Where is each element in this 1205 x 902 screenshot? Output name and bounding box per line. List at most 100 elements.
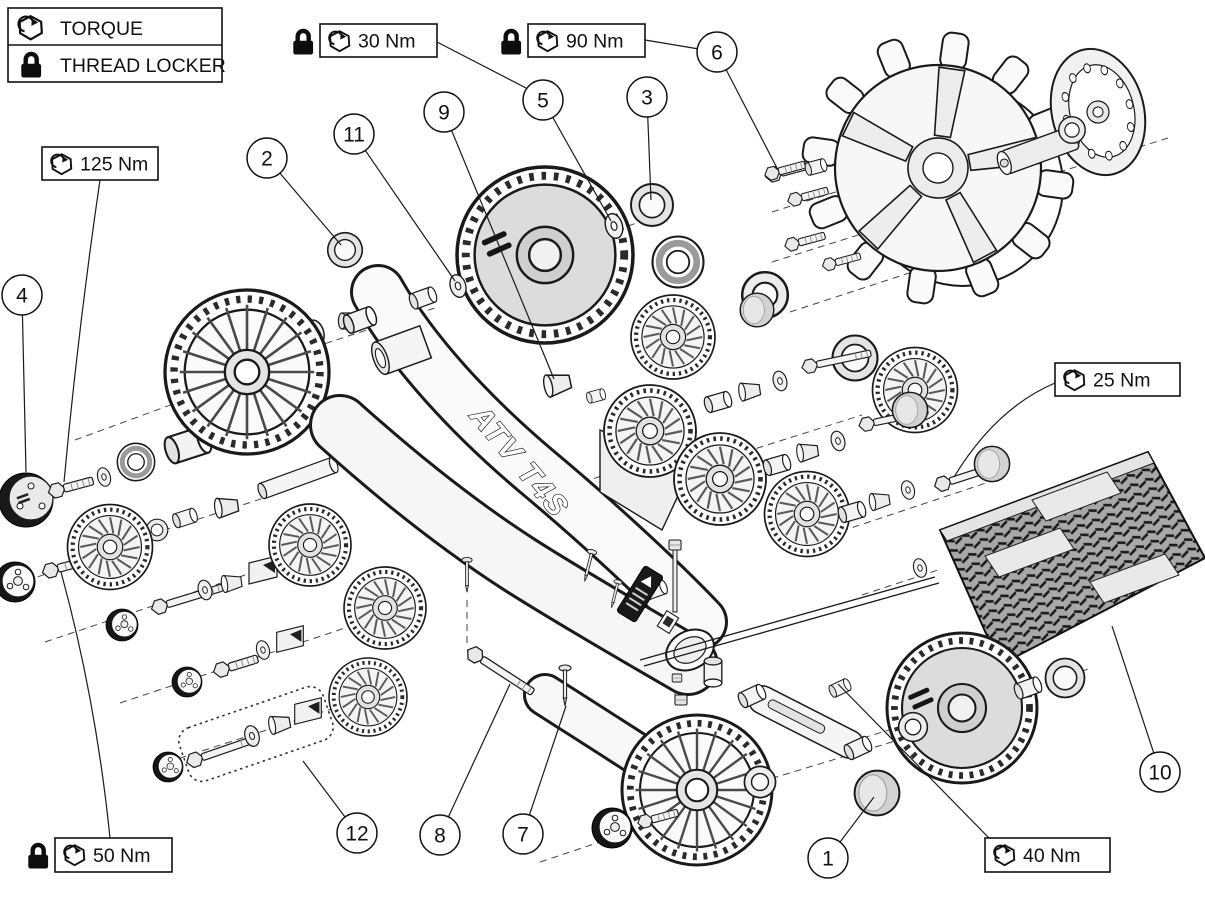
bolt	[762, 157, 807, 182]
ribbed-ring	[322, 227, 368, 273]
bearing	[117, 443, 154, 480]
track-guide-lug	[1031, 471, 1122, 522]
cone-spacer	[737, 380, 762, 403]
torque-25-label: 25 Nm	[1054, 362, 1181, 397]
callout-3-number: 3	[641, 87, 653, 110]
legend: TORQUE THREAD LOCKER	[7, 7, 226, 83]
vertical-pivot-bolt	[668, 539, 688, 706]
warning-sticker	[616, 565, 664, 623]
sprocket-hub-flange	[1049, 47, 1147, 177]
washer	[910, 556, 930, 580]
sprocket-bolt	[782, 228, 827, 253]
stud	[584, 387, 608, 405]
torque-50-value: 50 Nm	[93, 845, 150, 867]
seal-ring	[743, 765, 777, 799]
callout-1-number: 1	[822, 848, 834, 871]
leader-lines	[21, 39, 1161, 859]
legend-thread-locker-label: THREAD LOCKER	[60, 55, 226, 77]
hub-flange	[152, 751, 184, 783]
track-guide-lug	[984, 527, 1075, 578]
callout-9-leader	[443, 111, 555, 380]
dust-cap	[739, 292, 775, 328]
idler-wheel	[457, 167, 633, 343]
torque-125-leader	[63, 179, 101, 483]
callout-8: 8	[419, 814, 461, 856]
kit-cone	[266, 712, 293, 736]
torque-90-leader	[644, 39, 700, 50]
torque-40-label: 40 Nm	[984, 837, 1111, 873]
callout-4-number: 4	[16, 285, 28, 308]
torque-40-leader	[837, 683, 991, 840]
cone-spacer	[795, 441, 820, 464]
hub-flange	[171, 666, 203, 698]
torque-40-value: 40 Nm	[1023, 845, 1080, 867]
long-axle-bolt	[463, 643, 538, 700]
callout-5-number: 5	[537, 90, 549, 113]
end-cap	[853, 769, 901, 817]
cone-spacer	[867, 490, 892, 512]
callout-10-leader	[1111, 625, 1161, 773]
callout-4: 4	[1, 274, 43, 316]
callout-6-leader	[716, 51, 779, 171]
thread-locker-icon	[501, 31, 521, 55]
torque-50-label: 50 Nm	[28, 837, 173, 873]
axle-tube	[255, 455, 341, 501]
drive-sprocket	[795, 25, 1081, 311]
bearing	[653, 237, 704, 288]
seal-ring	[897, 711, 929, 743]
sprocket-bearing-ring	[1058, 116, 1086, 144]
cross-tube	[406, 285, 440, 311]
bogie-wheel	[631, 295, 715, 379]
callout-4-leader	[21, 294, 27, 473]
tensioner-rod	[643, 582, 940, 667]
washer	[898, 478, 918, 502]
legend-torque-label: TORQUE	[60, 18, 143, 40]
bushing	[702, 389, 734, 415]
washer	[770, 369, 790, 393]
rubber-track-section	[938, 450, 1205, 667]
torque-25-value: 25 Nm	[1093, 370, 1150, 392]
cone-spacer	[219, 572, 244, 594]
bearing-cup	[1044, 657, 1086, 699]
wedge-block	[276, 625, 304, 653]
cone-nut	[541, 369, 574, 399]
spacer-cylinder	[703, 656, 723, 688]
bushing	[170, 506, 200, 530]
bogie-wheel	[344, 567, 426, 649]
callout-7: 7	[502, 813, 544, 855]
torque-50-leader	[60, 571, 111, 839]
callout-7-leader	[522, 705, 567, 835]
callout-1: 1	[807, 837, 849, 879]
callout-12: 12	[336, 812, 378, 854]
axle-bolt	[148, 580, 226, 617]
bogie-wheel	[765, 472, 850, 557]
washer	[94, 465, 114, 489]
callout-6-number: 6	[711, 42, 723, 65]
mounting-kit	[178, 685, 334, 783]
callout-9-number: 9	[438, 102, 450, 125]
hub-bolt	[210, 651, 261, 680]
dust-cap	[973, 445, 1011, 483]
drive-sprocket-assembly	[763, 25, 1147, 311]
torque-30-value: 30 Nm	[358, 31, 415, 53]
hub-flange	[105, 608, 139, 642]
bogie-wheel	[269, 504, 351, 586]
frame-pivot-tube	[370, 324, 433, 376]
bogie-wheel	[68, 505, 153, 590]
idler-wheel	[887, 633, 1037, 783]
callout-7-number: 7	[517, 824, 529, 847]
track-guide-lug	[1089, 553, 1180, 604]
dust-cap	[891, 391, 929, 429]
hub-flange	[591, 807, 633, 849]
hub-bolt	[46, 473, 96, 500]
callout-3: 3	[626, 76, 668, 118]
torque-25-leader	[953, 382, 1056, 478]
torque-90-label: 90 Nm	[501, 23, 646, 58]
callout-8-number: 8	[434, 825, 446, 848]
serial-sticker	[656, 609, 680, 635]
washer	[828, 429, 848, 453]
torque-90-value: 90 Nm	[566, 31, 623, 53]
